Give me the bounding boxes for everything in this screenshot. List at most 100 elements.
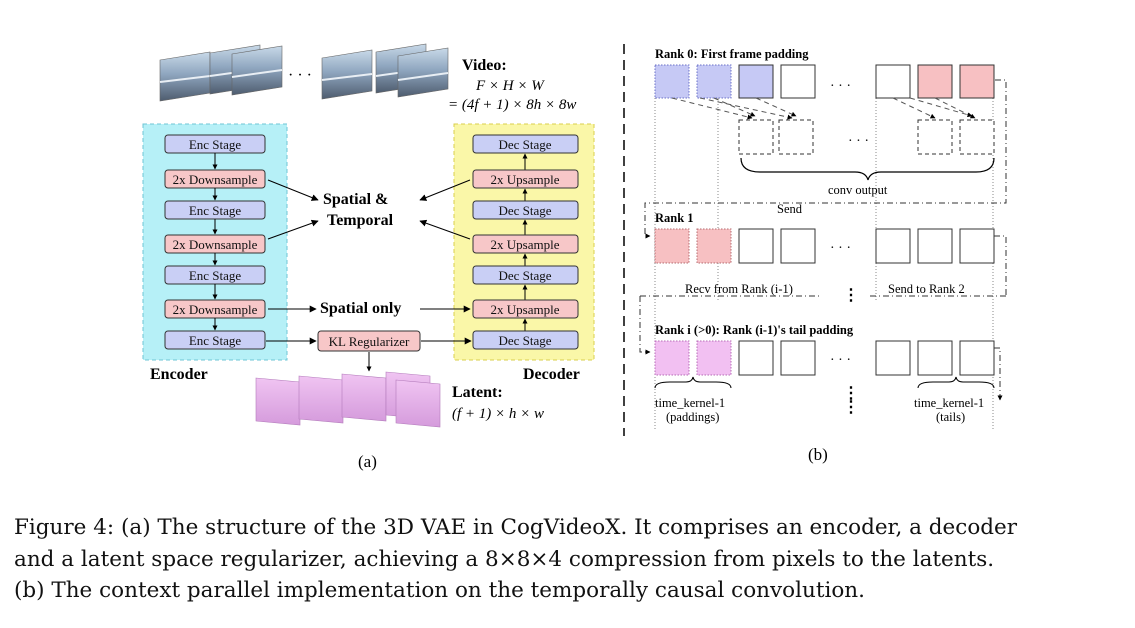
vertical-dots: ⋮ <box>843 287 859 304</box>
tails-label: (tails) <box>936 410 965 424</box>
dots: · · · <box>830 79 851 94</box>
upsample-label: 2x Upsample <box>491 172 560 187</box>
caption-line: (b) The context parallel implementation … <box>14 578 865 603</box>
padding-frame <box>696 340 732 376</box>
output-frame <box>738 119 774 155</box>
send-label: Send <box>777 202 803 216</box>
padding-frame <box>654 64 690 99</box>
time-kernel-right-label: time_kernel-1 <box>914 396 984 410</box>
conv-output-brace <box>740 157 995 181</box>
padding-frame <box>696 64 732 99</box>
dec-stage-label: Dec Stage <box>498 137 551 152</box>
time-kernel-left-label: time_kernel-1 <box>655 396 725 410</box>
rank0-title: Rank 0: First frame padding <box>655 47 809 61</box>
dec-stage-box: Dec Stage <box>472 265 579 285</box>
send-path <box>644 79 1007 239</box>
frame <box>738 64 774 99</box>
latent-frame <box>255 377 301 426</box>
send-to-label: Send to Rank 2 <box>888 282 965 296</box>
panel-b: Rank 0: First frame padding · · · <box>639 47 1007 464</box>
dec-stage-label: Dec Stage <box>498 203 551 218</box>
arrow <box>267 219 319 240</box>
arrow <box>419 179 471 201</box>
kl-regularizer-label: KL Regularizer <box>329 334 410 349</box>
upsample-label: 2x Upsample <box>491 237 560 252</box>
figure-caption: Figure 4: (a) The structure of the 3D VA… <box>14 512 1129 607</box>
upsample-box: 2x Upsample <box>472 234 579 254</box>
recv-path <box>639 296 651 355</box>
padding-frame <box>696 228 732 264</box>
ranki-row: · · · <box>654 340 995 376</box>
output-frame <box>917 119 953 155</box>
paddings-label: (paddings) <box>666 410 719 424</box>
ranki-title: Rank i (>0): Rank (i-1)'s tail padding <box>655 323 854 337</box>
dec-stage-label: Dec Stage <box>498 268 551 283</box>
spatial-only-label: Spatial only <box>320 300 401 317</box>
dec-stage-box: Dec Stage <box>472 134 579 154</box>
downsample-label: 2x Downsample <box>173 237 258 252</box>
tails-brace <box>917 376 995 389</box>
enc-stage-label: Enc Stage <box>189 203 242 218</box>
output-frame <box>959 119 995 155</box>
dots: · · · <box>848 134 869 149</box>
spatial-temporal-label-line1: Spatial & <box>323 191 388 208</box>
enc-stage-box: Enc Stage <box>164 330 266 350</box>
conv-output-label: conv output <box>828 183 888 197</box>
arrow <box>419 219 471 240</box>
tail-frame <box>959 64 995 99</box>
vertical-dots: ⋮ <box>843 399 859 416</box>
enc-stage-box: Enc Stage <box>164 200 266 220</box>
video-frames: · · · <box>159 43 449 102</box>
frame <box>780 64 816 99</box>
spatial-temporal-label-line2: Temporal <box>327 212 394 229</box>
rank1-title: Rank 1 <box>655 211 694 225</box>
panel-a: · · · Video: F × H × W = (4f + 1) × 8h ×… <box>142 43 595 471</box>
enc-stage-label: Enc Stage <box>189 268 242 283</box>
decoder-stack: Dec Stage 2x Upsample Dec Stage 2x Upsam… <box>472 134 579 350</box>
latent-title: Latent: <box>452 384 503 401</box>
latent-frames <box>255 371 441 428</box>
dec-stage-box: Dec Stage <box>472 330 579 350</box>
send-path <box>994 347 1003 401</box>
conv-arrows <box>671 97 976 120</box>
frame <box>738 228 774 264</box>
caption-line: and a latent space regularizer, achievin… <box>14 546 995 572</box>
encoder-label: Encoder <box>150 366 208 383</box>
video-ellipsis: · · · <box>288 67 312 84</box>
paddings-brace <box>654 376 732 389</box>
decoder-label: Decoder <box>523 366 580 383</box>
video-frame <box>231 45 283 96</box>
tail-frame <box>917 64 953 99</box>
downsample-box: 2x Downsample <box>164 234 266 254</box>
enc-stage-label: Enc Stage <box>189 137 242 152</box>
upsample-box: 2x Upsample <box>472 299 579 319</box>
frame <box>959 228 995 264</box>
vertical-dots: ⋮ <box>843 385 859 402</box>
dots: · · · <box>830 353 851 368</box>
dots: · · · <box>830 241 851 256</box>
enc-stage-box: Enc Stage <box>164 134 266 154</box>
arrow <box>267 179 319 201</box>
frame <box>780 228 816 264</box>
video-dims: F × H × W <box>475 78 545 94</box>
latent-frame <box>341 373 387 422</box>
frame <box>875 340 911 376</box>
downsample-box: 2x Downsample <box>164 169 266 189</box>
video-title: Video: <box>462 57 507 74</box>
caption-line: Figure 4: (a) The structure of the 3D VA… <box>14 515 1018 540</box>
frame <box>875 64 911 99</box>
panel-b-sublabel: (b) <box>808 445 828 464</box>
padding-frame <box>654 228 690 264</box>
output-frame <box>778 119 814 155</box>
enc-stage-box: Enc Stage <box>164 265 266 285</box>
rank0-row: · · · <box>654 64 995 99</box>
latent-frame <box>298 375 344 424</box>
video-frame <box>397 47 449 98</box>
upsample-label: 2x Upsample <box>491 302 560 317</box>
recv-label: Recv from Rank (i-1) <box>685 282 793 296</box>
rank1-row: · · · <box>654 228 995 264</box>
kl-regularizer-box: KL Regularizer <box>317 330 421 352</box>
upsample-box: 2x Upsample <box>472 169 579 189</box>
send-path <box>994 235 1007 296</box>
dec-stage-box: Dec Stage <box>472 200 579 220</box>
